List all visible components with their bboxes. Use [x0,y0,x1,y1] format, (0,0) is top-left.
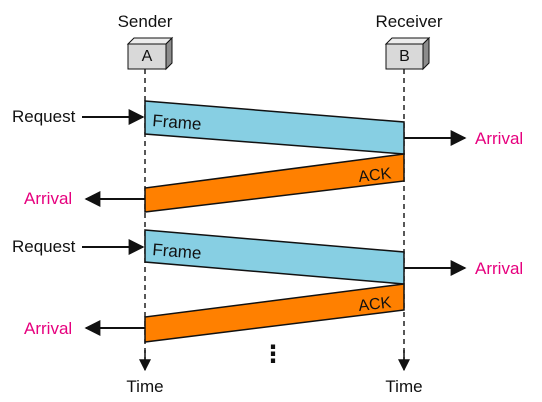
receiver-node-box: B [384,36,431,71]
receiver-arrival-label-2: Arrival [475,259,523,278]
ack-band-2 [144,283,405,343]
frame-label-2: Frame [152,240,202,263]
receiver-arrival-label-1: Arrival [475,129,523,148]
exchange-1: Request Frame Arrival ACK Arrival [12,100,523,213]
ack-band-1 [144,153,405,213]
sender-title: Sender [118,12,173,31]
sender-node-label: A [142,48,153,65]
sender-node-box: A [126,36,174,71]
ack-label-2: ACK [358,294,393,315]
receiver-node-label: B [399,48,410,65]
request-label-2: Request [12,237,76,256]
sender-arrival-label-1: Arrival [24,189,72,208]
receiver-title: Receiver [375,12,442,31]
exchange-2: Request Frame Arrival ACK Arrival [12,229,523,343]
ack-label-1: ACK [358,165,393,186]
continuation-dots: ⋮ [261,341,285,368]
request-label-1: Request [12,107,76,126]
sender-time-label: Time [126,377,163,396]
frame-label-1: Frame [152,111,202,134]
sender-arrival-label-2: Arrival [24,319,72,338]
receiver-time-label: Time [385,377,422,396]
